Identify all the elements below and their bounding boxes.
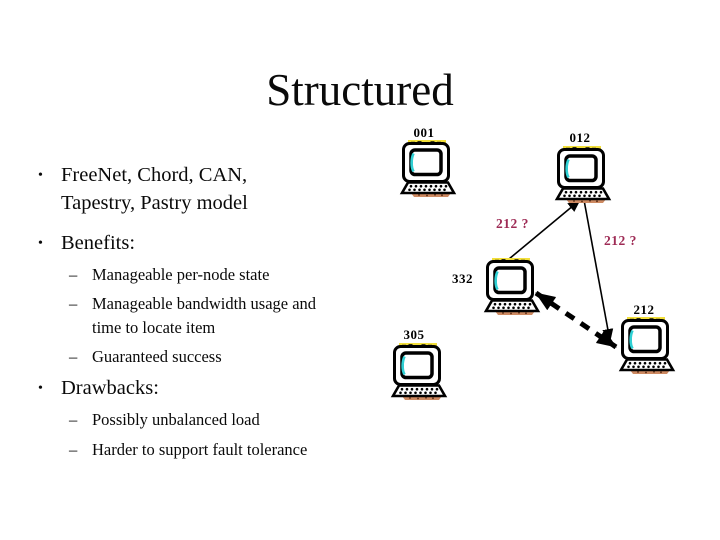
node-332-label: 332 <box>452 271 473 286</box>
arrow-212-332-dashed-bidirectional <box>534 290 618 350</box>
slide-title: Structured <box>266 65 454 115</box>
bullet-text: Manageable per-node state <box>92 264 270 284</box>
dash-marker: – <box>69 347 78 366</box>
bullet-item: • Drawbacks: <box>38 375 388 403</box>
computer-icon <box>552 145 614 203</box>
sub-bullet-item: – Manageable per-node state <box>69 263 388 288</box>
sub-bullet-item: – Possibly unbalanced load <box>69 408 388 433</box>
node-332: 332 <box>452 257 543 320</box>
node-305-label: 305 <box>403 327 425 342</box>
node-001-label: 001 <box>413 125 435 140</box>
node-012: 012 <box>552 130 614 208</box>
bullet-text: Drawbacks: <box>61 376 159 399</box>
bullet-marker: • <box>38 168 43 183</box>
bullet-text: Guaranteed success <box>92 347 222 366</box>
arrow-012-to-212 <box>583 199 614 342</box>
node-305: 305 <box>388 327 450 405</box>
bullet-text: Harder to support fault tolerance <box>92 439 308 459</box>
bullet-marker: • <box>38 380 43 396</box>
sub-bullet-item: – Manageable bandwidth usage and time to… <box>69 292 388 342</box>
bullet-marker: • <box>38 235 43 251</box>
node-001: 001 <box>397 125 459 202</box>
sub-bullet-item: – Harder to support fault tolerance <box>69 438 388 463</box>
node-212-label: 212 <box>633 302 655 317</box>
dash-marker: – <box>69 264 78 284</box>
computer-icon <box>388 342 450 400</box>
bullet-list: • FreeNet, Chord, CAN, Tapestry, Pastry … <box>38 162 388 462</box>
bullet-item: • FreeNet, Chord, CAN, Tapestry, Pastry … <box>38 162 388 218</box>
bullet-text: Benefits: <box>61 231 136 254</box>
query-label-left: 212 ? <box>496 216 529 231</box>
query-label-right: 212 ? <box>604 233 637 248</box>
bullet-item: • Benefits: <box>38 230 388 258</box>
computer-icon <box>397 139 459 197</box>
dash-marker: – <box>69 409 78 429</box>
bullet-text: Possibly unbalanced load <box>92 409 260 429</box>
computer-icon <box>481 257 543 315</box>
computer-icon <box>616 316 678 374</box>
dash-marker: – <box>69 439 78 459</box>
node-212: 212 <box>616 302 678 379</box>
dash-marker: – <box>69 293 78 313</box>
sub-bullet-item: – Guaranteed success <box>69 345 388 370</box>
bullet-text: Manageable bandwidth usage and time to l… <box>92 293 317 338</box>
bullet-text: FreeNet, Chord, CAN, Tapestry, Pastry mo… <box>61 164 248 214</box>
node-012-label: 012 <box>569 130 591 145</box>
